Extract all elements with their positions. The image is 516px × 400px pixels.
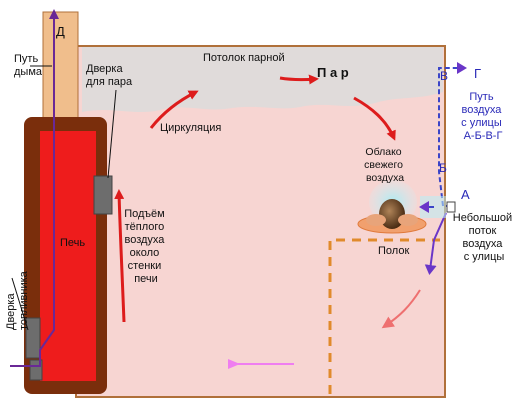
circulation-label: Циркуляция — [160, 122, 221, 134]
firebox-door — [25, 317, 41, 359]
steam-label: П а р — [317, 65, 349, 80]
letter-g: Г — [474, 66, 481, 81]
letter-a: А — [461, 187, 470, 202]
steam-cloud — [82, 47, 443, 112]
steam-door-label: Дверка для пара — [86, 63, 133, 88]
circulation-arrow-2 — [279, 74, 319, 85]
stove-fire — [40, 131, 96, 381]
steam-door — [93, 175, 113, 215]
ceiling-label: Потолок парной — [203, 52, 285, 64]
circulation-arrow-3 — [353, 96, 396, 141]
rock-icon — [398, 214, 418, 226]
smoke-path-line — [10, 9, 59, 367]
leader-firebox — [11, 277, 29, 331]
firebox-door-label: Дверка топливника — [5, 270, 30, 330]
shelf-label: Полок — [378, 245, 409, 257]
fresh-air-cloud-label: Облако свежего воздуха — [364, 146, 406, 184]
outside-air-path-label: Путь воздуха с улицы А-Б-В-Г — [461, 91, 505, 142]
letter-d: Д — [56, 24, 65, 39]
rock-icon — [366, 214, 386, 226]
outside-air-path — [438, 62, 467, 207]
shelf-outline — [328, 238, 440, 394]
smoke-path-label: Путь дыма — [14, 53, 43, 78]
warm-air-rise-label: Подъём тёплого воздуха около стенки печи — [124, 208, 168, 285]
rock-icon — [379, 199, 405, 229]
small-inflow-arrow — [424, 212, 447, 275]
return-arrow-pink — [381, 289, 421, 329]
circulation-arrow-1 — [149, 90, 199, 129]
letter-b: Б — [439, 161, 447, 175]
leader-steam-door — [107, 89, 117, 179]
letter-v: В — [440, 69, 448, 83]
small-flow-label: Небольшой поток воздуха с улицы — [453, 212, 515, 263]
vent-opening — [446, 201, 456, 213]
stove-label: Печь — [60, 237, 85, 249]
warm-air-arrow — [114, 189, 126, 323]
